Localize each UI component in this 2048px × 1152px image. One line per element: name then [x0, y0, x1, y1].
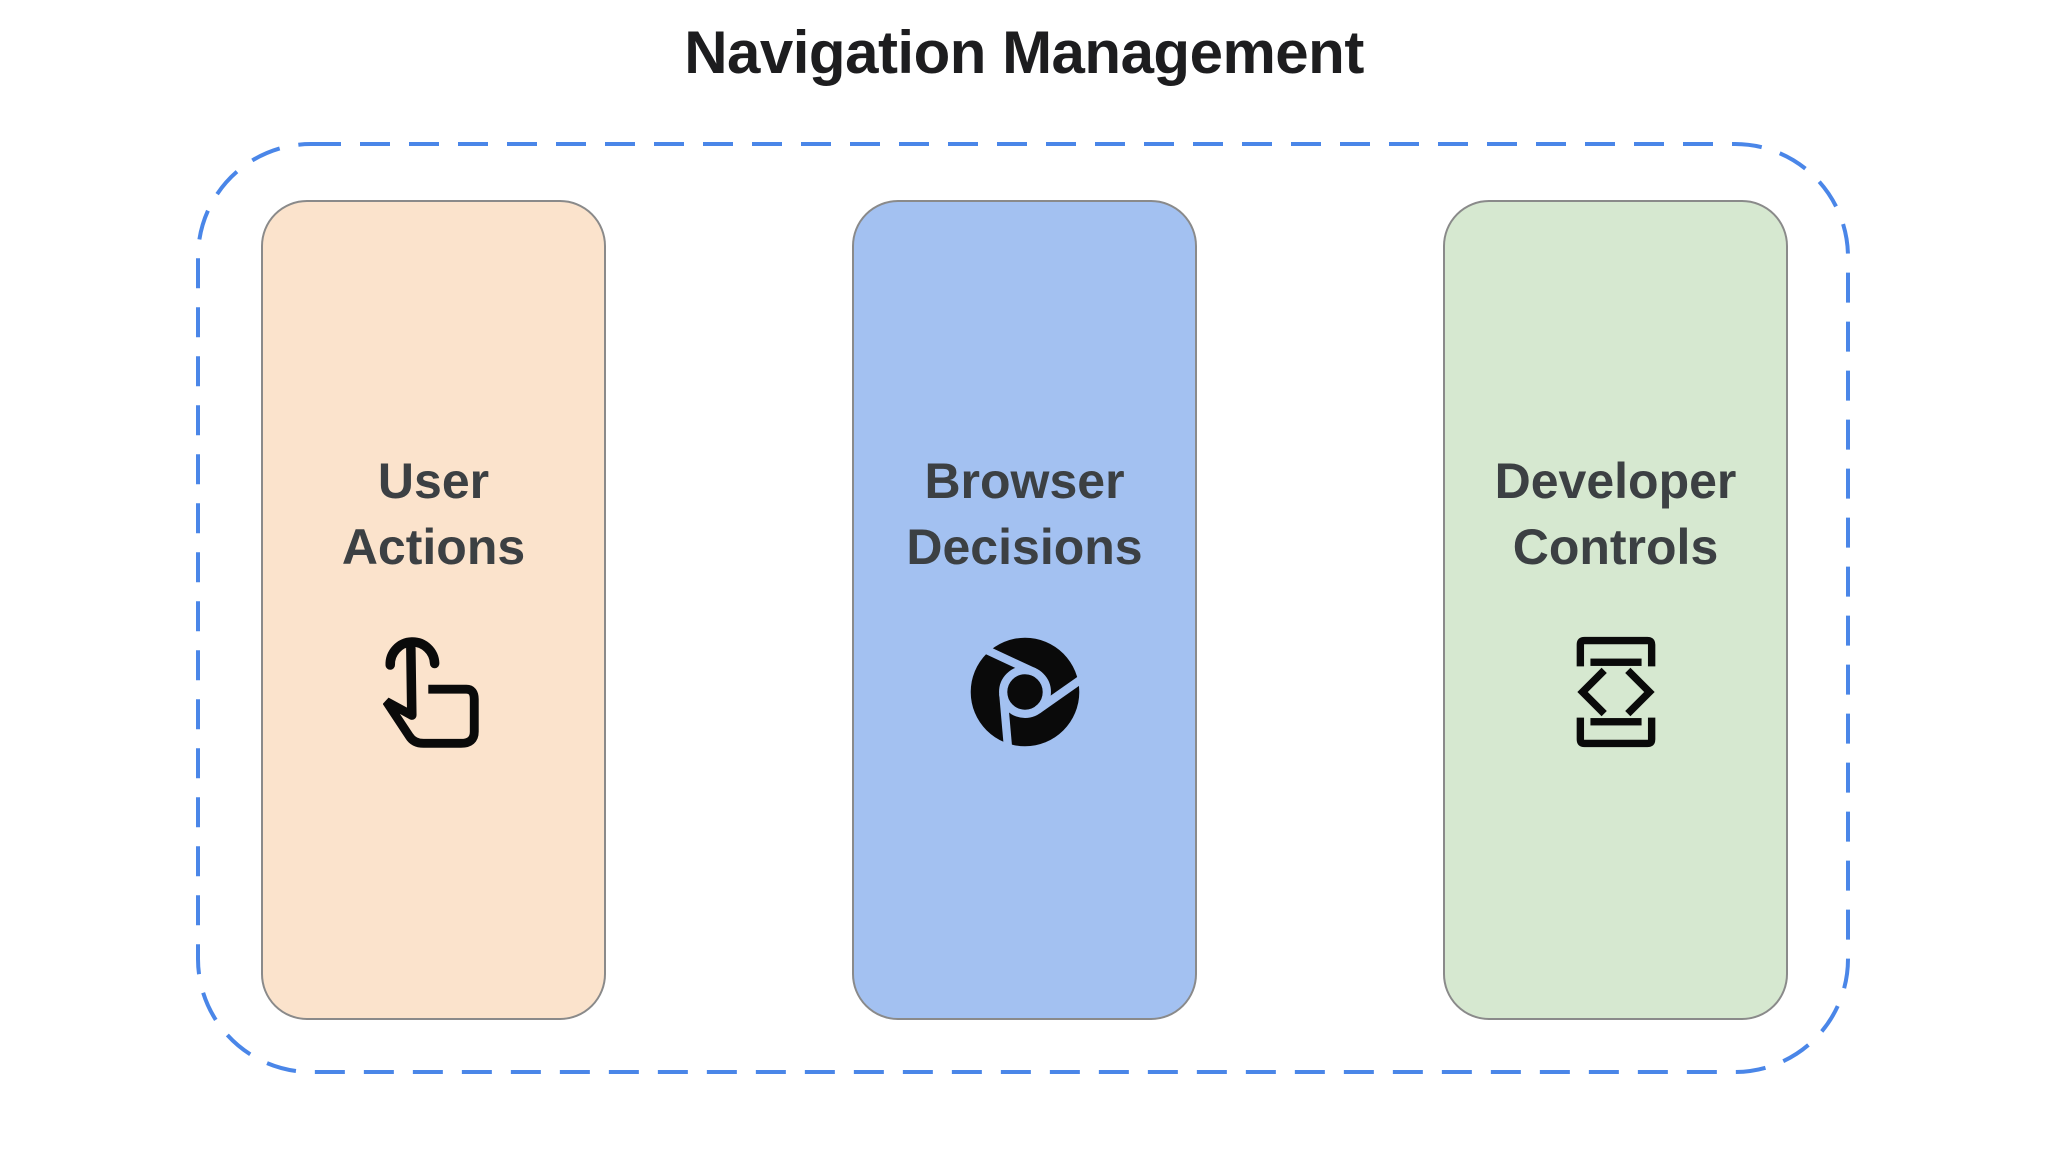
navigation-management-group: User Actions Browser Decisions [196, 142, 1850, 1074]
page-title: Navigation Management [684, 19, 1364, 86]
card-browser-decisions-label: Browser Decisions [906, 453, 1143, 575]
card-user-actions-label: User Actions [341, 453, 526, 575]
card-developer-controls-label: Developer Controls [1494, 453, 1737, 575]
chrome-browser-icon [966, 612, 1084, 772]
card-browser-decisions: Browser Decisions [852, 200, 1197, 1020]
card-developer-controls: Developer Controls [1443, 200, 1788, 1020]
card-user-actions: User Actions [261, 200, 606, 1020]
developer-mode-icon [1574, 612, 1658, 772]
touch-gesture-icon [382, 612, 485, 772]
